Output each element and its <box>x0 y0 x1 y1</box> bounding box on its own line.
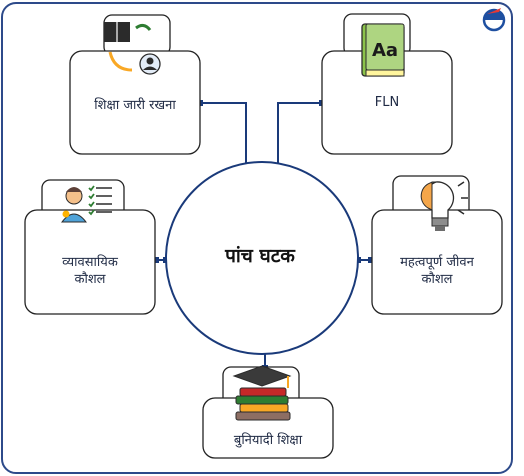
svg-text:Aa: Aa <box>372 40 398 61</box>
card-education <box>69 14 201 155</box>
graduation-books-icon <box>232 365 292 421</box>
lightbulb-brain-icon <box>420 181 468 231</box>
label-vocational-line1: व्यावसायिक <box>62 255 118 270</box>
book-cycle-person-icon <box>104 22 161 75</box>
connector-fln <box>277 102 322 167</box>
label-lifeskills-line2: कौशल <box>421 272 453 287</box>
center-title: पांच घटक <box>225 245 295 267</box>
connector-education <box>200 102 247 167</box>
center-circle <box>165 161 359 355</box>
alphabet-book-icon: Aa <box>361 23 405 77</box>
card-fln: Aa <box>321 13 453 155</box>
brand-logo-icon <box>482 8 506 32</box>
label-vocational-line2: कौशल <box>74 272 106 287</box>
card-lifeskills <box>371 175 503 315</box>
label-lifeskills-line1: महत्वपूर्ण जीवन <box>400 255 474 270</box>
student-checklist-icon <box>60 185 112 223</box>
label-lifeskills: महत्वपूर्ण जीवन कौशल <box>372 254 502 288</box>
label-foundational: बुनियादी शिक्षा <box>233 433 303 448</box>
label-vocational: व्यावसायिक कौशल <box>25 254 155 288</box>
label-education: शिक्षा जारी रखना <box>94 98 176 113</box>
card-foundational <box>202 365 334 459</box>
card-vocational <box>24 179 156 315</box>
label-fln: FLN <box>374 95 400 110</box>
